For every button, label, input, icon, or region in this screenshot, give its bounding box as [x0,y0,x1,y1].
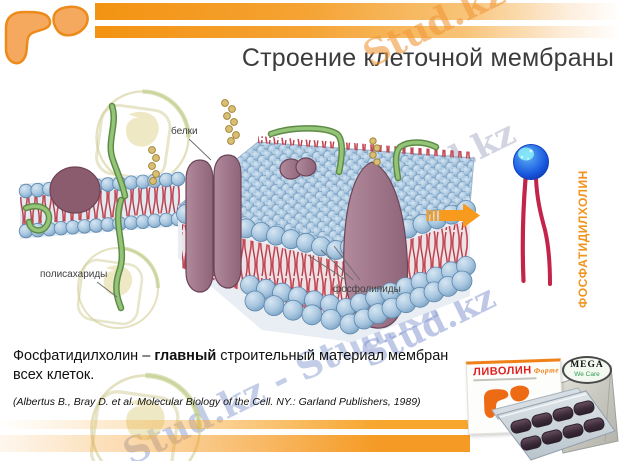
body-line1-post: строительный материал мембран [216,348,449,364]
bottom-accent-bar [0,420,470,429]
liver-logo-icon [4,5,89,65]
polysaccharide-beads [369,137,381,166]
membrane-protein [49,166,101,214]
label-polysaccharides: полисахариды [40,269,107,280]
mega-tagline: We Care [574,370,600,378]
body-line1-bold: главный [154,348,217,364]
body-line2: всех клеток. [13,367,95,383]
body-line1-pre: Фосфатидилхолин – [13,348,155,364]
mega-logo: MEGA We Care [562,356,612,384]
membrane-protein-pair [185,154,242,293]
fatty-acid-tail [520,176,528,284]
header-band [95,3,621,38]
phospholipid-molecule [513,144,552,286]
body-text: Фосфатидилхолин – главный строительный м… [13,347,475,408]
polysaccharide-beads [221,99,240,145]
label-phospholipids: фосфолипиды [333,283,401,295]
membrane-protein-bump [279,157,317,180]
phosphatidylcholine-label: ФОСФАТИДИЛХОЛИН [576,170,590,308]
label-proteins: белки [171,125,198,137]
citation: (Albertus B., Bray D. et al. Molecular B… [13,396,421,408]
mega-brand: MEGA [570,360,604,370]
arrow-right-icon [426,204,480,228]
fatty-acid-tail [534,177,552,286]
bottom-accent-bar [0,435,470,452]
box-liver-icon [483,385,530,418]
membrane-diagram: белки полисахариды фосфолипиды [18,99,476,342]
blister-pack [491,387,616,461]
slide-title: Строение клеточной мембраны [241,44,614,72]
capsules [510,400,605,451]
